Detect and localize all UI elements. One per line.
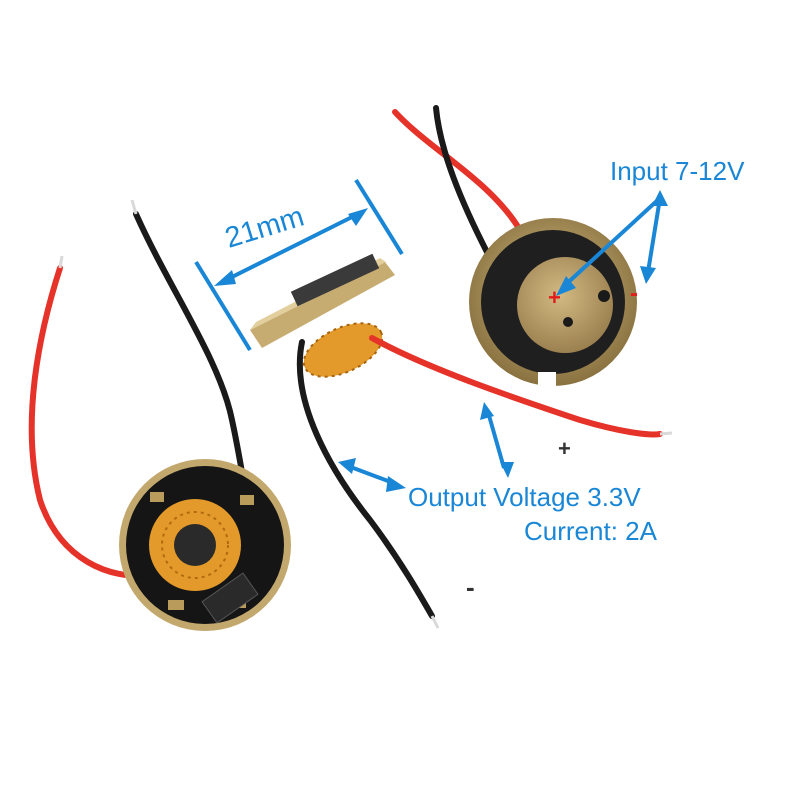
middle-driver-board [250, 253, 673, 629]
output-voltage-label: Output Voltage 3.3V [408, 482, 641, 512]
left-driver-board [28, 199, 291, 631]
positive-wire-sign: + [558, 436, 571, 461]
pcb-positive-sign: + [548, 285, 561, 310]
negative-wire-sign: - [466, 572, 475, 602]
annotation-arrows [194, 178, 668, 492]
output-current-label: Current: 2A [524, 516, 657, 546]
pcb-negative-sign: - [630, 280, 638, 307]
right-driver-board [392, 105, 637, 386]
input-voltage-label: Input 7-12V [610, 156, 745, 186]
